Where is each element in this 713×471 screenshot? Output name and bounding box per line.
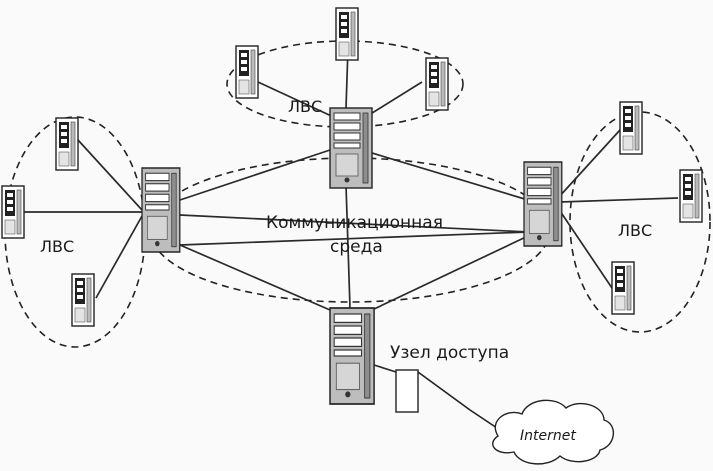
lan-top-label: ЛВС: [288, 97, 322, 116]
internet-label: Internet: [520, 428, 576, 444]
workstation-right-3-icon: [611, 261, 635, 315]
workstation-top-1-icon: [235, 45, 259, 99]
lan-left-label: ЛВС: [40, 237, 74, 256]
workstation-top-3-icon: [425, 57, 449, 111]
workstation-left-2-icon: [1, 185, 25, 239]
workstation-top-2-icon: [335, 7, 359, 61]
network-links: [24, 47, 679, 431]
comm-medium-label-line2: среда: [330, 237, 383, 257]
workstation-left-3-icon: [71, 273, 95, 327]
server-top-icon: [329, 107, 373, 189]
server-access-node-icon: [329, 307, 375, 405]
cloud-icon: [492, 399, 614, 465]
comm-medium-label-line1: Коммуникационная: [266, 213, 443, 233]
modem-icon: [395, 369, 419, 413]
workstation-left-1-icon: [55, 117, 79, 171]
server-right-icon: [523, 161, 563, 247]
workstation-right-1-icon: [619, 101, 643, 155]
access-node-label: Узел доступа: [390, 343, 509, 363]
lan-right-label: ЛВС: [618, 221, 652, 240]
lan-right-boundary: [569, 111, 711, 333]
workstation-right-2-icon: [679, 169, 703, 223]
server-left-icon: [141, 167, 181, 253]
